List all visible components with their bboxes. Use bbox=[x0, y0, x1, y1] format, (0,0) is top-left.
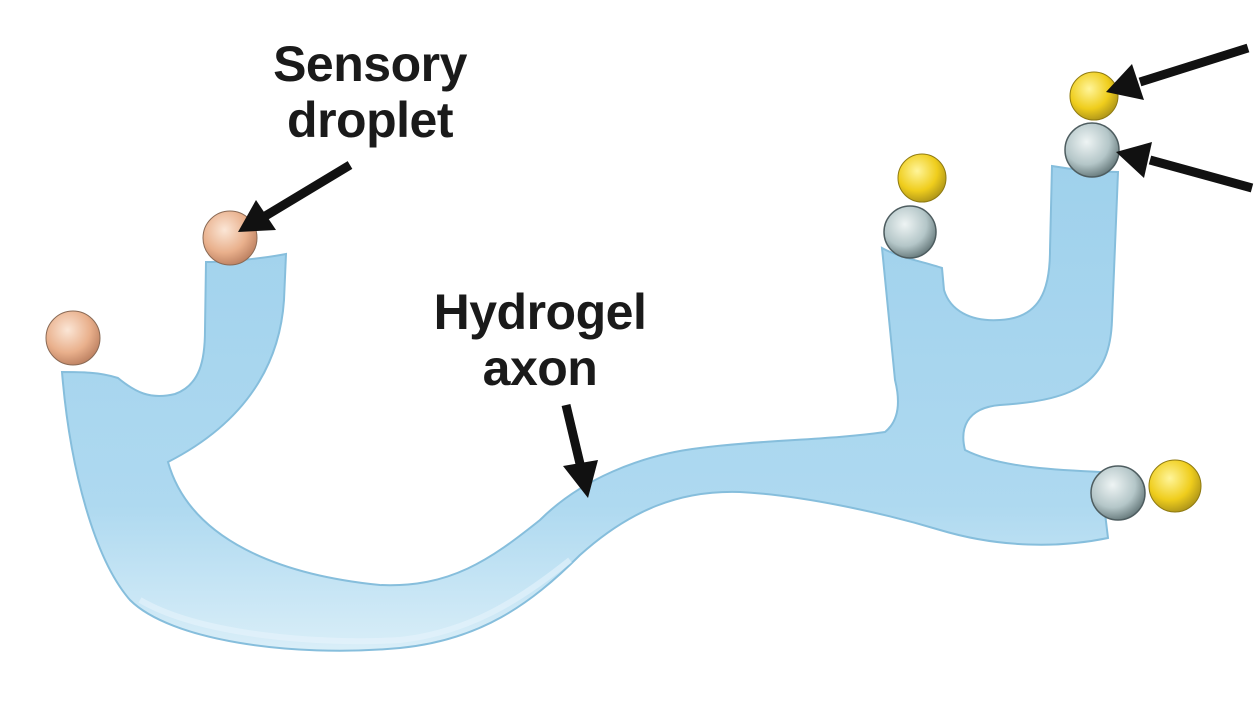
hydrogel-label-line1: Hydrogel bbox=[433, 284, 647, 340]
arrow-top-right-yellow bbox=[1106, 43, 1250, 100]
grey-droplet-middle-branch bbox=[883, 205, 937, 259]
sensory-droplet-label: Sensory droplet bbox=[240, 36, 500, 148]
arrow-sensory-droplet bbox=[238, 161, 353, 232]
sensory-label-line1: Sensory bbox=[273, 36, 467, 92]
sensory-droplet-left bbox=[45, 310, 101, 366]
arrow-hydrogel-axon bbox=[561, 403, 598, 498]
hydrogel-axon-shape bbox=[60, 164, 1120, 652]
yellow-droplet-top-right bbox=[1069, 71, 1119, 121]
yellow-droplet-right-branch bbox=[1148, 459, 1202, 513]
grey-droplet-right-branch bbox=[1090, 465, 1146, 521]
yellow-droplet-middle-branch bbox=[897, 153, 947, 203]
arrow-top-right-grey bbox=[1116, 142, 1254, 193]
hydrogel-label-line2: axon bbox=[482, 340, 598, 396]
sensory-label-line2: droplet bbox=[287, 92, 453, 148]
hydrogel-axon-label: Hydrogel axon bbox=[400, 284, 680, 396]
grey-droplet-top-right bbox=[1064, 122, 1120, 178]
